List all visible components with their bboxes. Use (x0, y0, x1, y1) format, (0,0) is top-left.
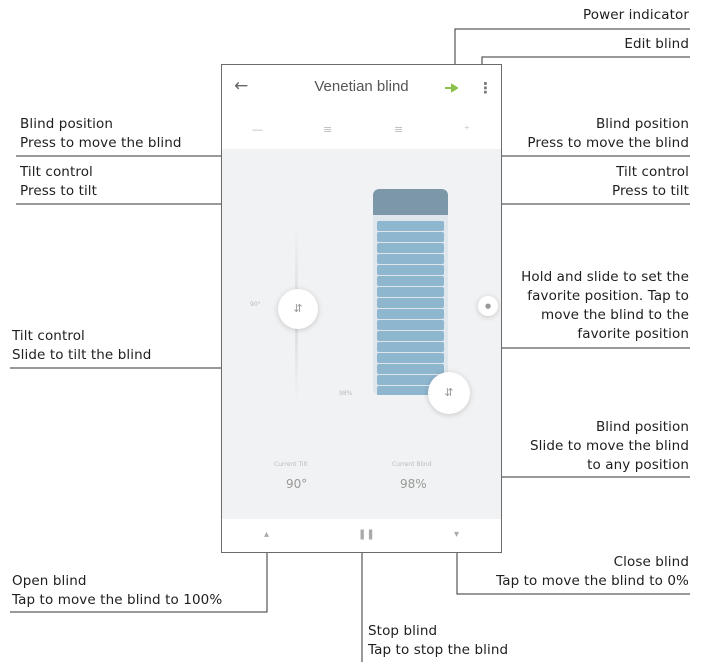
blind-slat (377, 298, 444, 308)
close-blind-line (456, 538, 690, 595)
open-blind-line (10, 538, 268, 613)
app-title: Venetian blind (314, 78, 409, 95)
blind-slat (377, 342, 444, 352)
stop-blind-annotation: Stop blind Tap to stop the blind (368, 623, 509, 658)
app-bar: ← Venetian blind ⋮ (222, 65, 501, 113)
blind-position-left-annotation: Blind position Press to move the blind (20, 116, 182, 151)
arrow-left-icon[interactable]: ← (234, 76, 249, 96)
edit-blind-line (481, 56, 690, 88)
blind-slat (377, 221, 444, 231)
blind-position-right-annotation: Blind position Press to move the blind (527, 116, 689, 151)
tilt-value-label: 90° (250, 301, 261, 308)
control-panel (222, 149, 501, 519)
phone-screen: ← Venetian blind ⋮ — ≡ ≡ ⁺ 90° ⇵ ● 98% ⇵… (221, 64, 502, 553)
position-value-label: 98% (339, 390, 353, 397)
tilt-control-left-annotation: Tilt control Press to tilt (20, 164, 98, 199)
power-indicator-annotation: Power indicator (582, 7, 689, 23)
blind-slide-annotation: Blind position Slide to move the blind t… (529, 419, 689, 473)
blind-slat (377, 232, 444, 242)
stop-blind-button[interactable]: ❚❚ (358, 529, 375, 540)
blind-slat (377, 331, 444, 341)
edit-blind-annotation: Edit blind (624, 36, 689, 52)
blind-position-slider-knob[interactable]: ⇵ (428, 372, 470, 414)
blind-position-up-button[interactable]: ⁺ (464, 123, 470, 136)
blind-slat (377, 386, 444, 395)
current-tilt-label: Current Tilt (274, 461, 308, 468)
blind-slat (377, 320, 444, 330)
blind-slat (377, 364, 444, 374)
bottom-bar (222, 519, 501, 552)
tilt-control-right-annotation: Tilt control Press to tilt (611, 164, 689, 199)
blind-slat (377, 287, 444, 297)
open-blind-button[interactable]: ▴ (264, 529, 270, 540)
favorite-position-button[interactable]: ● (478, 296, 498, 316)
blind-slat (377, 265, 444, 275)
control-toolbar (222, 113, 501, 149)
current-position-value: 98% (400, 477, 427, 491)
blind-slat (377, 309, 444, 319)
tilt-slider-knob[interactable]: ⇵ (278, 289, 318, 329)
blind-slat (377, 276, 444, 286)
blind-slat (377, 353, 444, 363)
blind-slat (377, 254, 444, 264)
close-blind-button[interactable]: ▾ (454, 529, 460, 540)
power-indicator-icon (445, 83, 458, 93)
favorite-position-annotation: Hold and slide to set the favorite posit… (521, 269, 689, 342)
blind-graphic (373, 189, 448, 395)
blind-slat (377, 243, 444, 253)
blind-position-down-button[interactable]: — (252, 123, 263, 136)
more-vertical-icon[interactable]: ⋮ (478, 79, 493, 97)
tilt-slide-annotation: Tilt control Slide to tilt the blind (12, 328, 152, 363)
tilt-open-button[interactable]: ≡ (394, 123, 404, 136)
tilt-closed-button[interactable]: ≡ (323, 123, 333, 136)
blind-head-rail (373, 189, 448, 215)
current-position-label: Current Blind (392, 461, 432, 468)
open-blind-annotation: Open blind Tap to move the blind to 100% (12, 573, 223, 608)
current-tilt-value: 90° (286, 477, 308, 491)
blind-slat (377, 375, 444, 385)
close-blind-annotation: Close blind Tap to move the blind to 0% (496, 554, 689, 589)
